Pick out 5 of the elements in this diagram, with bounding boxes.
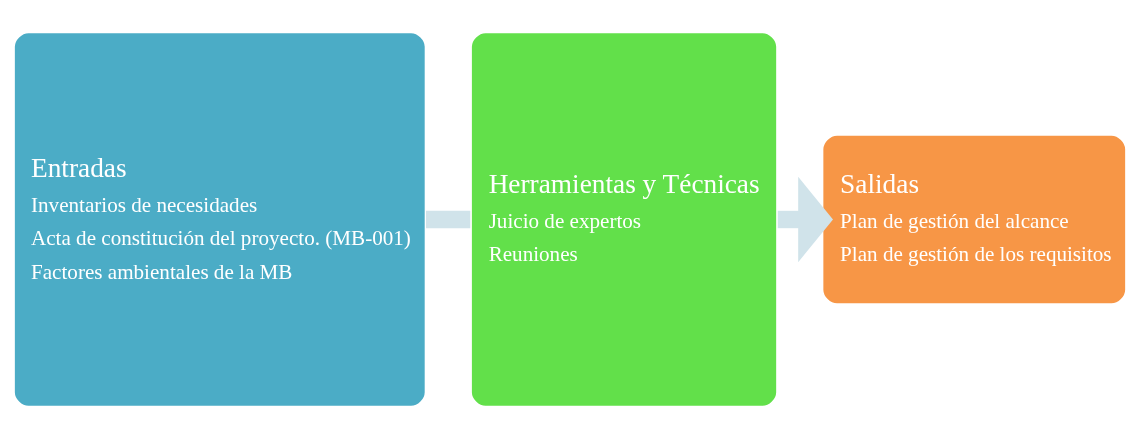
node-box: Entradas Inventarios de necesidades Acta de constitución del proyecto. (MB-001) Factores ambientales de la MB xyxy=(12,30,428,408)
arrow xyxy=(777,176,833,262)
node-box: Herramientas y Técnicas Juicio de expertos Reuniones xyxy=(469,30,779,408)
connector xyxy=(426,210,471,228)
node-box: Salidas Plan de gestión del alcance Plan de gestión de los requisitos xyxy=(820,132,1128,306)
